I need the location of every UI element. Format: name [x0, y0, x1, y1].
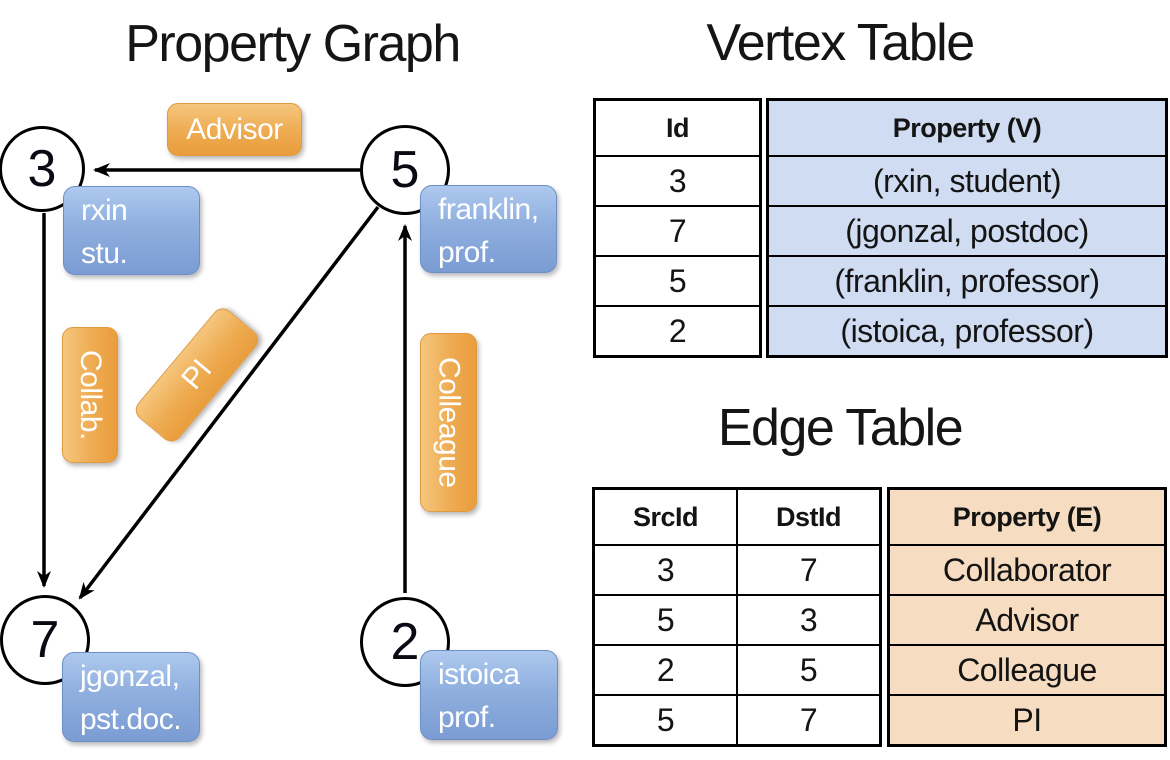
edge-table-property-cell: PI: [890, 694, 1164, 744]
edge-pi-arrow: [78, 205, 380, 600]
edge-table-dstid-cell: 3: [738, 594, 879, 644]
edge-table-dstid-cell: 7: [738, 694, 879, 744]
node-5: 5: [360, 125, 450, 215]
edge-table-dstid-cell: 5: [738, 644, 879, 694]
vertex-table-property-cell: (rxin, student): [769, 155, 1165, 205]
edge-table-title: Edge Table: [717, 399, 964, 457]
vertex-table-id-column: Id 3 7 5 2: [593, 98, 762, 358]
edge-label-advisor-text: Advisor: [186, 112, 283, 146]
edge-label-colleague: Colleague: [420, 333, 477, 512]
edge-table-property-header: Property (E): [890, 490, 1164, 544]
node-7-id: 7: [30, 611, 60, 669]
edge-table-dstid-column: DstId 7 3 5 7: [736, 490, 879, 744]
vertex-table-title: Vertex Table: [706, 14, 975, 72]
vertex-label-rxin-line2: stu.: [81, 237, 128, 270]
vertex-label-rxin-line1: rxin: [81, 194, 128, 227]
vertex-table-id-header: Id: [666, 112, 690, 143]
vertex-label-jgonzal-line2: pst.doc.: [80, 703, 182, 736]
edge-table-property-cell: Collaborator: [890, 544, 1164, 594]
vertex-label-istoica-line1: istoica: [438, 658, 520, 691]
graph-title: Property Graph: [125, 15, 461, 73]
vertex-label-jgonzal: jgonzal, pst.doc.: [62, 652, 200, 742]
vertex-table-property-header: Property (V): [769, 101, 1165, 155]
vertex-label-franklin-line2: prof.: [438, 236, 496, 269]
node-2: 2: [360, 597, 450, 687]
vertex-table-property-column: Property (V) (rxin, student) (jgonzal, p…: [766, 98, 1168, 358]
vertex-label-rxin: rxin stu.: [63, 186, 200, 275]
vertex-table-id-cell: 3: [596, 155, 759, 205]
edge-table-property-column: Property (E) Collaborator Advisor Collea…: [887, 487, 1167, 747]
vertex-label-istoica: istoica prof.: [420, 650, 558, 740]
edge-table-dstid-cell: 7: [738, 544, 879, 594]
edge-table-dstid-header: DstId: [776, 501, 842, 532]
edge-label-advisor: Advisor: [167, 103, 302, 156]
edge-table-property-cell: Colleague: [890, 644, 1164, 694]
node-2-id: 2: [390, 613, 420, 671]
vertex-label-franklin-line1: franklin,: [438, 193, 539, 226]
vertex-table-property-cell: (jgonzal, postdoc): [769, 205, 1165, 255]
vertex-table-id-cell: 5: [596, 255, 759, 305]
edge-table-srcid-cell: 5: [595, 694, 736, 744]
edge-table-srcid-header: SrcId: [632, 501, 699, 532]
edge-table-srcid-cell: 3: [595, 544, 736, 594]
node-3-id: 3: [27, 140, 57, 198]
vertex-label-franklin: franklin, prof.: [420, 185, 557, 273]
edge-label-collab-text: Collab.: [74, 350, 107, 440]
edge-label-pi-text: PI: [175, 353, 219, 396]
vertex-label-jgonzal-line1: jgonzal,: [80, 660, 180, 693]
edge-table-id-columns: SrcId 3 5 2 5 DstId 7 3 5 7: [592, 487, 882, 747]
vertex-table-property-cell: (istoica, professor): [769, 305, 1165, 355]
edge-table-property-cell: Advisor: [890, 594, 1164, 644]
edge-label-collab: Collab.: [62, 327, 118, 463]
vertex-label-istoica-line2: prof.: [438, 701, 496, 734]
vertex-table-id-cell: 2: [596, 305, 759, 355]
edge-table-srcid-cell: 2: [595, 644, 736, 694]
edge-label-colleague-text: Colleague: [432, 357, 466, 488]
node-5-id: 5: [390, 141, 420, 199]
vertex-table-id-cell: 7: [596, 205, 759, 255]
graph-edges-canvas: [37, 163, 412, 600]
edge-table-srcid-column: SrcId 3 5 2 5: [595, 490, 736, 744]
vertex-table-property-cell: (franklin, professor): [769, 255, 1165, 305]
edge-table-srcid-cell: 5: [595, 594, 736, 644]
